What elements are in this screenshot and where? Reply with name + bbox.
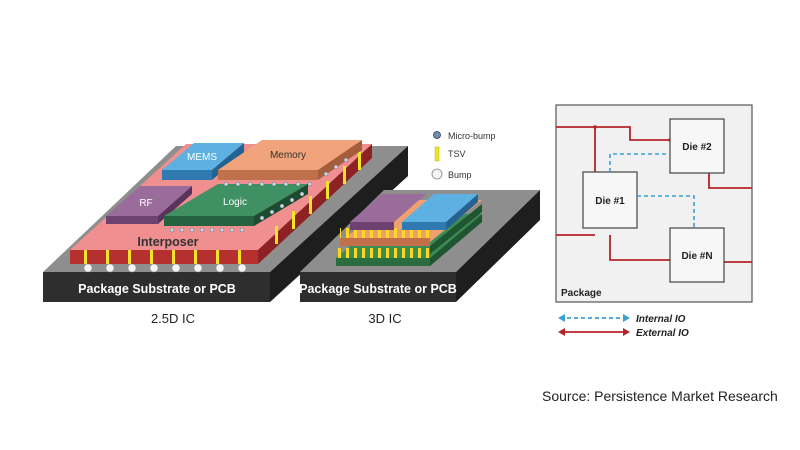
legend-tsv-label: TSV — [448, 149, 466, 159]
package-label: Package — [561, 288, 602, 299]
micro-bump-icon — [433, 131, 441, 139]
external-io-legend-label: External IO — [636, 328, 689, 339]
micro-bump-row-logic — [169, 191, 305, 233]
stack-layer-middle-side — [430, 204, 482, 254]
internal-io-arrow-left-icon — [558, 314, 565, 322]
substrate-side-3d — [456, 190, 540, 302]
die-logic-front — [164, 216, 254, 226]
diagram-2-5d-ic: Package Substrate or PCB Interposer — [43, 140, 408, 326]
die-rf-side — [158, 186, 192, 224]
die-mems-top — [162, 143, 244, 170]
stack-layer-bottom-side — [430, 214, 482, 266]
stack-bump-row-2 — [340, 228, 430, 238]
internal-io-lines — [609, 153, 695, 228]
stack-layer-bottom-front — [336, 258, 430, 266]
stack-die-purple-front — [350, 222, 394, 230]
external-io-arrow-left-icon — [558, 328, 565, 336]
substrate-label-3d: Package Substrate or PCB — [299, 282, 457, 296]
die-memory-front — [218, 170, 318, 180]
substrate-front-2-5d — [43, 272, 270, 302]
die-1-box — [582, 171, 638, 229]
source-credit: Source: Persistence Market Research — [542, 388, 778, 404]
bump-icon — [431, 168, 443, 180]
die-rf-top — [106, 186, 192, 216]
substrate-front-3d — [300, 272, 456, 302]
interposer-label: Interposer — [137, 235, 198, 249]
component-legend: Micro-bump TSV Bump — [431, 131, 496, 180]
external-io-arrow-right-icon — [623, 328, 630, 336]
die-rf-front — [106, 216, 158, 224]
diagram-3d-ic: Package Substrate or PCB 3D IC — [299, 190, 540, 326]
interposer-front — [70, 250, 258, 264]
internal-io-arrow-right-icon — [623, 314, 630, 322]
legend-bump-label: Bump — [448, 170, 472, 180]
die-2-box — [669, 118, 725, 174]
die-n-label: Die #N — [681, 251, 712, 262]
die-memory-side — [318, 140, 362, 180]
stack-die-purple-top — [350, 194, 426, 222]
tsv-column-group-2-5d — [84, 152, 361, 264]
caption-3d: 3D IC — [368, 311, 401, 326]
die-2-label: Die #2 — [682, 142, 712, 153]
internal-io-legend-label: Internal IO — [636, 314, 686, 325]
stack-layer-middle-front — [340, 238, 430, 246]
stack-die-blue-front — [402, 222, 446, 230]
substrate-label-2-5d: Package Substrate or PCB — [78, 282, 236, 296]
substrate-side-2-5d — [270, 146, 408, 302]
stack-bump-row-1 — [336, 248, 430, 258]
caption-2-5d: 2.5D IC — [151, 311, 195, 326]
die-mems-label: MEMS — [187, 152, 217, 163]
package-io-diagram: Die #1 Die #2 Die #N Package Internal IO… — [555, 104, 753, 339]
die-n-box — [669, 227, 725, 283]
die-rf-label: RF — [139, 198, 152, 209]
legend-micro-bump-label: Micro-bump — [448, 131, 496, 141]
stack-die-blue-side — [446, 194, 478, 230]
tsv-icon — [434, 146, 440, 162]
die-memory-top — [218, 140, 362, 170]
die-logic-label: Logic — [223, 197, 247, 208]
stack-die-blue-top — [402, 194, 478, 222]
micro-bump-row-memory — [223, 157, 349, 187]
die-logic-top — [164, 184, 308, 216]
die-mems-front — [162, 170, 212, 180]
die-1-label: Die #1 — [595, 196, 625, 207]
die-memory-label: Memory — [270, 150, 306, 161]
